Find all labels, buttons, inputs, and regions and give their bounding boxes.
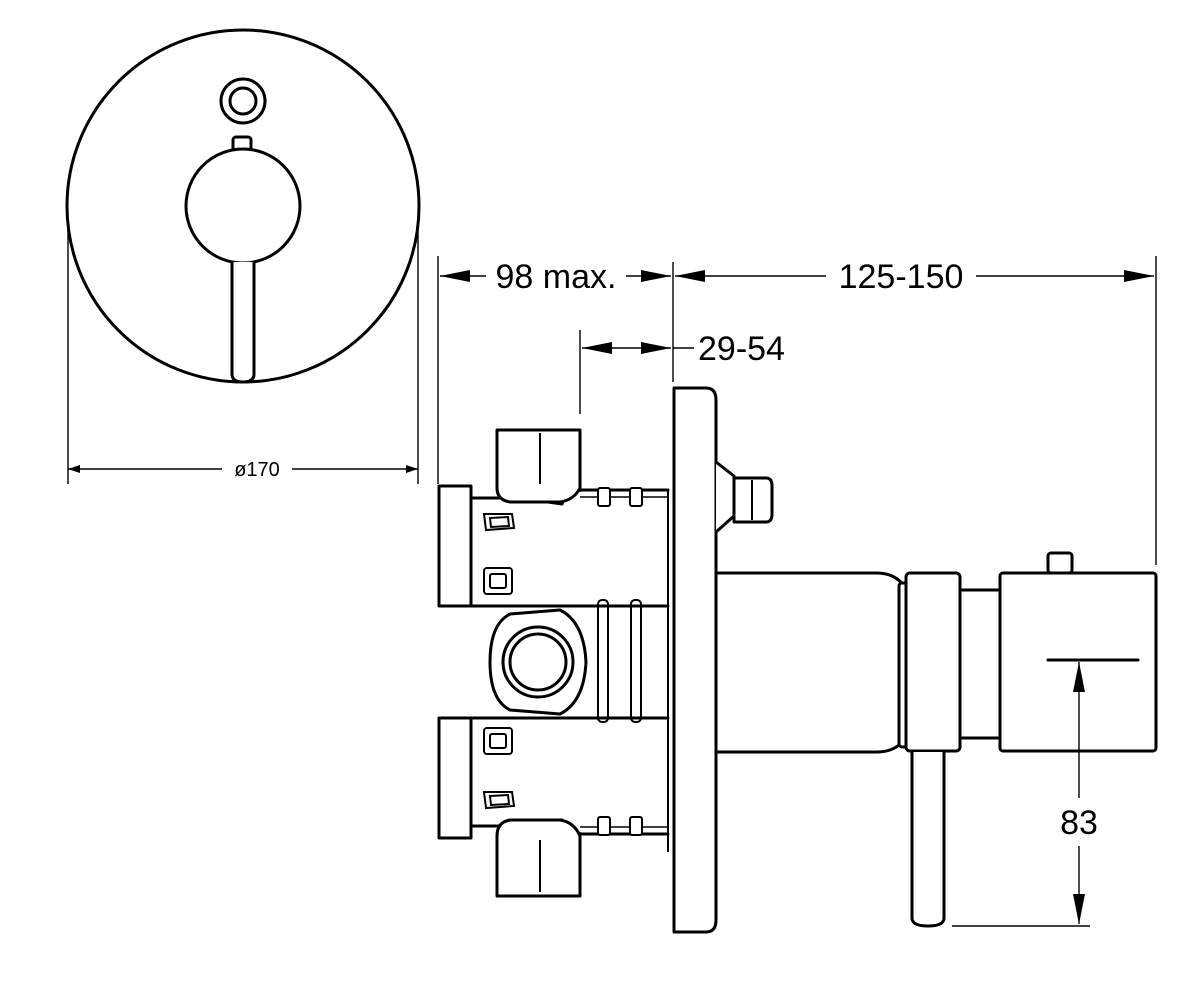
side-view (437, 386, 1158, 934)
wall-range-label: 29-54 (698, 330, 785, 368)
diameter-dimension: ø170 (67, 230, 419, 484)
screw-nuts (597, 487, 643, 836)
mounting-flanges (437, 484, 473, 840)
hex-connector-top (495, 428, 582, 504)
lever-side (910, 750, 946, 928)
lever-height-dimension: 83 (1060, 662, 1098, 924)
cover-plate-side (672, 386, 718, 934)
spindle-housing (714, 571, 908, 754)
hex-connector-bottom (495, 818, 582, 898)
diverter-knob-side (714, 460, 774, 534)
projection-dimension: 125-150 (675, 258, 1154, 296)
depth-max-label: 98 max. (496, 258, 617, 296)
body-slots (597, 599, 642, 723)
diverter-knob (219, 77, 267, 125)
depth-max-dimension: 98 max. (440, 258, 671, 296)
handle-block (998, 551, 1158, 753)
lever-front (230, 260, 256, 384)
center-fitting (488, 608, 588, 716)
diameter-label: ø170 (234, 459, 280, 481)
dimension-extension-lines (437, 256, 1157, 927)
collar-rings (897, 571, 1002, 753)
front-view (65, 28, 421, 384)
lever-height-label: 83 (1060, 804, 1098, 842)
handle-hub (184, 147, 302, 265)
wall-range-dimension: 29-54 (582, 330, 785, 368)
body-ports (482, 513, 516, 810)
projection-label: 125-150 (839, 258, 964, 296)
